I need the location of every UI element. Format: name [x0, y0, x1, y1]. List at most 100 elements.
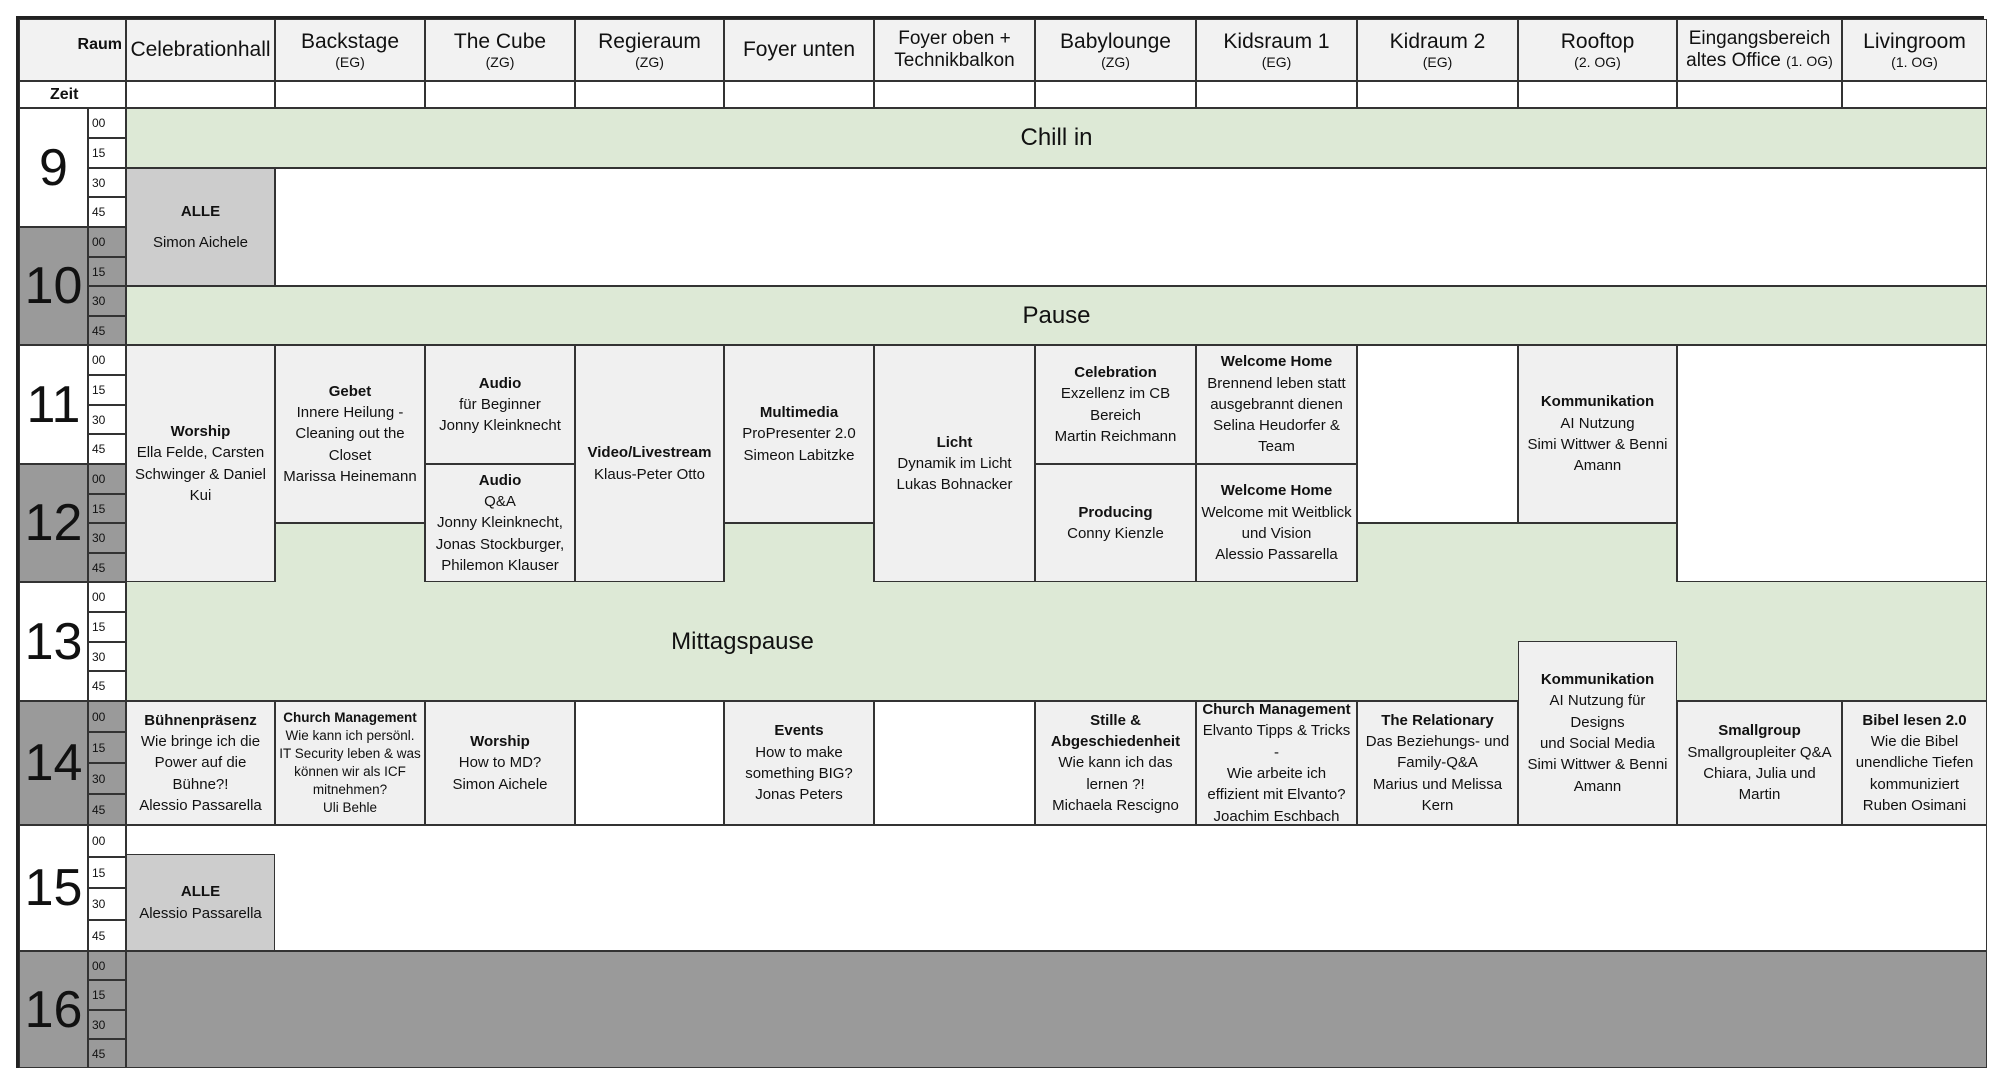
- room-header-kidraum-2: Kidraum 2 (EG): [1357, 19, 1518, 81]
- minute-cell: 00: [88, 108, 126, 138]
- room-header-celebrationhall: Celebrationhall: [126, 19, 275, 81]
- minute-cell: 00: [88, 701, 126, 732]
- schedule-table: Raum Zeit Celebrationhall Backstage (EG)…: [16, 16, 1987, 1068]
- band-mittagspause-border: [126, 582, 1987, 701]
- room-header-foyer-unten: Foyer unten: [724, 19, 874, 81]
- event-multimedia[interactable]: Multimedia ProPresenter 2.0 Simeon Labit…: [724, 345, 874, 523]
- event-welcome-home-2[interactable]: Welcome Home Welcome mit Weitblick und V…: [1196, 464, 1357, 582]
- room-header-rooftop: Rooftop (2. OG): [1518, 19, 1677, 81]
- event-celebration[interactable]: Celebration Exzellenz im CB Bereich Mart…: [1035, 345, 1196, 464]
- minute-cell: 45: [88, 1039, 126, 1068]
- blank-kidraum-morning: [1357, 345, 1518, 523]
- zeit-row-cell: [126, 81, 275, 108]
- event-events[interactable]: Events How to make something BIG? Jonas …: [724, 701, 874, 825]
- zeit-row-cell: [874, 81, 1035, 108]
- band-mittagspause-kidraum: [1357, 523, 1677, 582]
- raum-label: Raum: [77, 36, 122, 53]
- minute-cell: 30: [88, 286, 126, 316]
- event-worship-2[interactable]: Worship How to MD? Simon Aichele: [425, 701, 575, 825]
- event-the-relationary[interactable]: The Relationary Das Beziehungs- und Fami…: [1357, 701, 1518, 825]
- hour-13: 13: [19, 582, 88, 701]
- zeit-row-cell: [724, 81, 874, 108]
- minute-cell: 00: [88, 345, 126, 375]
- event-kommunikation-1[interactable]: Kommunikation AI Nutzung Simi Wittwer & …: [1518, 345, 1677, 523]
- hour-15: 15: [19, 825, 88, 951]
- minute-cell: 15: [88, 494, 126, 523]
- event-church-management-2[interactable]: Church Management Elvanto Tipps & Tricks…: [1196, 701, 1357, 825]
- minute-cell: 15: [88, 857, 126, 888]
- minute-cell: 30: [88, 1010, 126, 1039]
- event-video-livestream[interactable]: Video/Livestream Klaus-Peter Otto: [575, 345, 724, 582]
- minute-cell: 30: [88, 642, 126, 671]
- room-header-foyer-oben: Foyer oben + Technikbalkon: [874, 19, 1035, 81]
- dark-area-16: [126, 951, 1987, 1068]
- event-buehnenpraesenz[interactable]: Bühnenpräsenz Wie bringe ich die Power a…: [126, 701, 275, 825]
- event-gebet[interactable]: Gebet Innere Heilung - Cleaning out the …: [275, 345, 425, 523]
- zeit-row-cell: [425, 81, 575, 108]
- zeit-row-cell: [1196, 81, 1357, 108]
- blank-eingang-livingroom: [1677, 345, 1987, 582]
- zeit-row-cell: [1357, 81, 1518, 108]
- hour-10: 10: [19, 227, 88, 345]
- hour-16: 16: [19, 951, 88, 1068]
- event-kommunikation-2[interactable]: Kommunikation AI Nutzung für Designs und…: [1518, 641, 1677, 825]
- minute-cell: 30: [88, 405, 126, 434]
- event-church-management-1[interactable]: Church Management Wie kann ich persönl. …: [275, 701, 425, 825]
- minute-cell: 15: [88, 375, 126, 405]
- hour-11: 11: [19, 345, 88, 464]
- minute-cell: 30: [88, 523, 126, 553]
- minute-cell: 00: [88, 951, 126, 980]
- zeit-row-cell: [1035, 81, 1196, 108]
- event-smallgroup[interactable]: Smallgroup Smallgroupleiter Q&A Chiara, …: [1677, 701, 1842, 825]
- event-audio-beginner[interactable]: Audio für Beginner Jonny Kleinknecht: [425, 345, 575, 464]
- event-licht[interactable]: Licht Dynamik im Licht Lukas Bohnacker: [874, 345, 1035, 582]
- minute-cell: 45: [88, 553, 126, 582]
- room-header-the-cube: The Cube (ZG): [425, 19, 575, 81]
- minute-cell: 30: [88, 888, 126, 920]
- minute-cell: 00: [88, 464, 126, 494]
- band-mittagspause-backstage: [275, 523, 425, 582]
- event-alle-simon[interactable]: ALLE Simon Aichele: [126, 168, 275, 286]
- minute-cell: 00: [88, 227, 126, 257]
- band-pause: Pause: [126, 286, 1987, 345]
- zeit-row-cell: [1518, 81, 1677, 108]
- room-header-kidsraum-1: Kidsraum 1 (EG): [1196, 19, 1357, 81]
- zeit-row-cell: [1842, 81, 1987, 108]
- event-worship-1[interactable]: Worship Ella Felde, Carsten Schwinger & …: [126, 345, 275, 582]
- blank-area: [275, 168, 1987, 286]
- hour-9: 9: [19, 108, 88, 227]
- minute-cell: 00: [88, 825, 126, 857]
- band-chill-in: Chill in: [126, 108, 1987, 168]
- zeit-row-cell: [275, 81, 425, 108]
- event-welcome-home-1[interactable]: Welcome Home Brennend leben statt ausgeb…: [1196, 345, 1357, 464]
- minute-cell: 00: [88, 582, 126, 612]
- zeit-row-cell: [575, 81, 724, 108]
- room-header-eingangsbereich: Eingangsbereich altes Office (1. OG): [1677, 19, 1842, 81]
- room-header-backstage: Backstage (EG): [275, 19, 425, 81]
- minute-cell: 45: [88, 197, 126, 227]
- band-mittagspause-foyer: [724, 523, 874, 582]
- event-alle-alessio[interactable]: ALLE Alessio Passarella: [126, 854, 275, 951]
- blank-foyer-oben-14: [874, 701, 1035, 825]
- blank-regieraum-14: [575, 701, 724, 825]
- minute-cell: 45: [88, 794, 126, 825]
- minute-cell: 15: [88, 732, 126, 763]
- zeit-label: Zeit: [50, 85, 79, 103]
- minute-cell: 45: [88, 671, 126, 701]
- corner-zeit: Zeit: [19, 81, 126, 108]
- event-audio-qa[interactable]: Audio Q&A Jonny Kleinknecht, Jonas Stock…: [425, 464, 575, 582]
- event-stille[interactable]: Stille & Abgeschiedenheit Wie kann ich d…: [1035, 701, 1196, 825]
- minute-cell: 15: [88, 980, 126, 1010]
- blank-row-15: [126, 825, 1987, 951]
- event-bibel-lesen[interactable]: Bibel lesen 2.0 Wie die Bibel unendliche…: [1842, 701, 1987, 825]
- event-producing[interactable]: Producing Conny Kienzle: [1035, 464, 1196, 582]
- hour-14: 14: [19, 701, 88, 825]
- room-header-babylounge: Babylounge (ZG): [1035, 19, 1196, 81]
- minute-cell: 45: [88, 316, 126, 345]
- corner-header: Raum: [19, 19, 126, 81]
- minute-cell: 15: [88, 138, 126, 168]
- band-mittagspause-label: Mittagspause: [671, 627, 814, 655]
- minute-cell: 30: [88, 168, 126, 197]
- minute-cell: 15: [88, 257, 126, 286]
- minute-cell: 30: [88, 763, 126, 794]
